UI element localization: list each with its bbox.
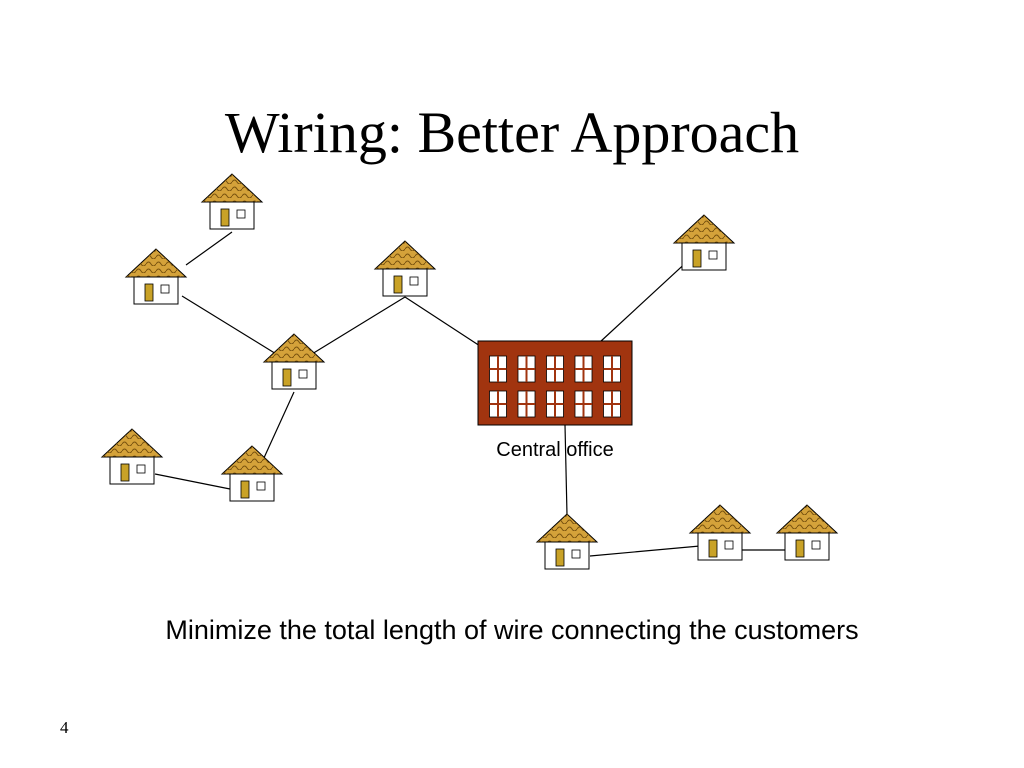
house-window (298, 369, 308, 379)
house-roof-tiles (222, 446, 282, 474)
house-3-icon (373, 240, 437, 297)
house-door (393, 275, 403, 294)
node-layer: Central office (100, 173, 839, 570)
house-10-icon (775, 504, 839, 561)
house-roof-tiles (264, 334, 324, 362)
house-2-icon (124, 248, 188, 305)
wire-central-office-to-house-8 (564, 424, 568, 516)
central-office-building: Central office (477, 340, 633, 461)
house-window (571, 549, 581, 559)
house-door (144, 283, 154, 302)
house-roof-tiles (777, 505, 837, 533)
house-wall (544, 541, 590, 570)
house-door (240, 480, 250, 499)
house-wall (382, 268, 428, 297)
house-window (236, 209, 246, 219)
house-window (136, 464, 146, 474)
house-window (160, 284, 170, 294)
house-7-icon (220, 445, 284, 502)
house-window (811, 540, 821, 550)
house-1-icon (200, 173, 264, 230)
page-number: 4 (60, 718, 69, 737)
house-roof-tiles (690, 505, 750, 533)
house-6-icon (100, 428, 164, 485)
wire-layer (154, 231, 785, 557)
house-roof-tiles (674, 215, 734, 243)
house-roof-tiles (102, 429, 162, 457)
house-4-icon (262, 333, 326, 390)
house-wall (681, 242, 727, 271)
house-wall (697, 532, 743, 561)
house-window (256, 481, 266, 491)
house-wall (271, 361, 317, 390)
house-wall (133, 276, 179, 305)
central-office-label: Central office (496, 439, 613, 461)
house-door (282, 368, 292, 387)
wire-house-4-to-house-7 (262, 391, 295, 461)
house-window (708, 250, 718, 260)
house-door (120, 463, 130, 482)
house-roof-tiles (537, 514, 597, 542)
house-door (692, 249, 702, 268)
wire-house-6-to-house-7 (154, 473, 231, 490)
house-door (708, 539, 718, 558)
house-door (220, 208, 230, 227)
slide-caption: Minimize the total length of wire connec… (165, 615, 859, 645)
house-roof-tiles (126, 249, 186, 277)
house-wall (209, 201, 255, 230)
house-door (555, 548, 565, 567)
slide-title: Wiring: Better Approach (224, 100, 800, 165)
house-window (724, 540, 734, 550)
house-8-icon (535, 513, 599, 570)
house-5-icon (672, 214, 736, 271)
house-roof-tiles (375, 241, 435, 269)
wire-house-1-to-house-2 (185, 231, 233, 266)
house-wall (109, 456, 155, 485)
house-door (795, 539, 805, 558)
wire-house-3-to-central-office (404, 296, 481, 347)
wire-house-8-to-house-9 (589, 545, 701, 557)
house-9-icon (688, 504, 752, 561)
house-wall (229, 473, 275, 502)
house-roof-tiles (202, 174, 262, 202)
house-window (409, 276, 419, 286)
house-wall (784, 532, 830, 561)
